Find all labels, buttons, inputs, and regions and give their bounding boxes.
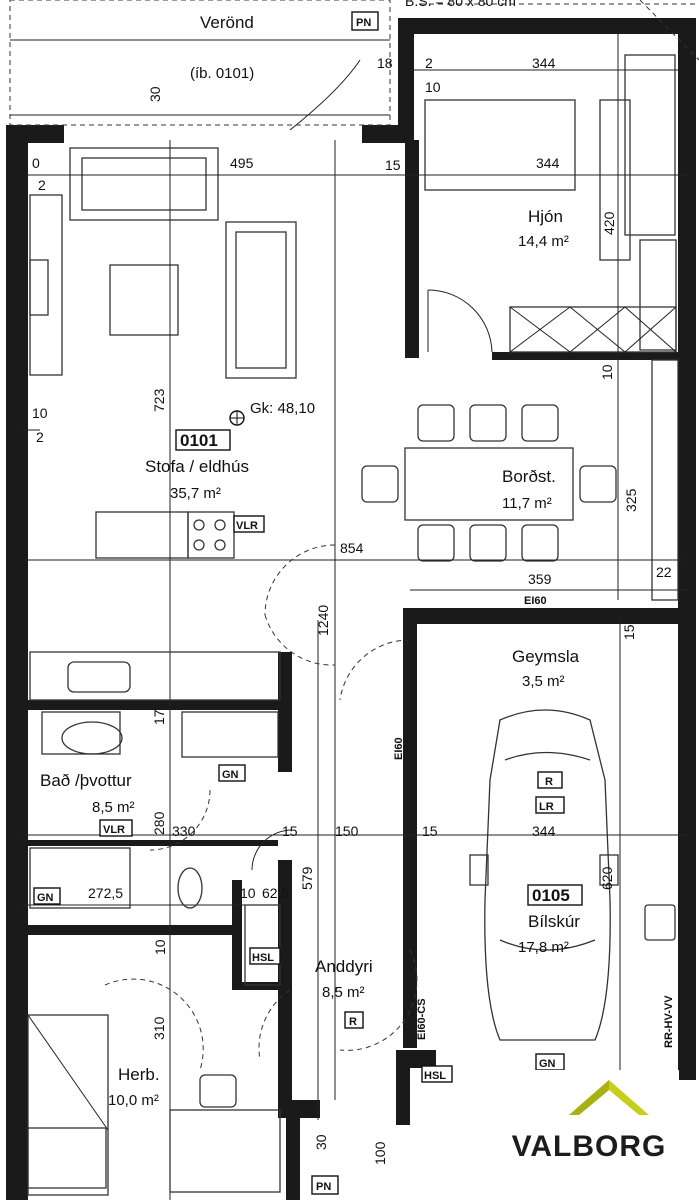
tags: PN VLR GN VLR GN HSL R R LR GN HSL PN RR…	[33, 11, 675, 1195]
dim-17: 17	[151, 709, 167, 725]
dim-22: 22	[656, 564, 672, 580]
bilskur-name: Bílskúr	[528, 912, 580, 931]
terrace-area	[9, 0, 391, 131]
valborg-logo: VALBORG	[499, 1070, 679, 1180]
vlr-tag-kitchen: VLR	[236, 520, 258, 532]
dim-10-right: 10	[599, 364, 615, 380]
car-outline	[469, 709, 676, 1041]
terrace-name: Verönd	[200, 13, 254, 32]
herb-area: 10,0 m²	[108, 1092, 159, 1109]
dim-330: 330	[172, 823, 196, 839]
gn-tag-bad: GN	[222, 769, 239, 781]
dim-100: 100	[372, 1141, 388, 1165]
herb-name: Herb.	[118, 1065, 160, 1084]
dim-420: 420	[601, 211, 617, 235]
dim-579: 579	[299, 866, 315, 890]
logo-text: VALBORG	[511, 1130, 667, 1163]
dim-344-top: 344	[532, 55, 556, 71]
dimension-lines	[20, 30, 690, 1200]
dim-2-left: 2	[38, 177, 46, 193]
dim-2-left-b: 2	[36, 429, 44, 445]
bad-name: Bað /þvottur	[40, 771, 132, 790]
hsl-tag-entry: HSL	[424, 1070, 446, 1082]
dim-10-mid: 10	[240, 885, 256, 901]
dim-62-5: 62,5	[262, 885, 289, 901]
vlr-tag-bad: VLR	[103, 824, 125, 836]
bordst-name: Borðst.	[502, 467, 556, 486]
geymsla-name: Geymsla	[512, 647, 580, 666]
top-right-grid	[420, 0, 699, 61]
bathroom-fixtures	[29, 651, 281, 986]
hsl-tag-closet: HSL	[252, 952, 274, 964]
dim-10-left: 10	[32, 405, 48, 421]
terrace-ref: (íb. 0101)	[190, 65, 254, 82]
master-bedroom-furniture	[424, 54, 677, 353]
dining-furniture	[361, 359, 679, 601]
exterior-walls	[6, 18, 696, 1200]
gn-tag-herb: GN	[37, 892, 54, 904]
dim-30-top: 30	[147, 86, 163, 102]
pn-tag-bottom: PN	[316, 1181, 331, 1193]
dim-30-bottom: 30	[313, 1134, 329, 1150]
top-scale-label: B.S. = 80 x 80 cm	[405, 0, 516, 9]
dim-15-top: 15	[385, 157, 401, 173]
dim-325: 325	[623, 488, 639, 512]
anddyri-name: Anddyri	[315, 957, 373, 976]
hjon-name: Hjón	[528, 207, 563, 226]
dim-280: 280	[151, 811, 167, 835]
door-swings	[104, 544, 418, 1071]
dim-150: 150	[335, 823, 359, 839]
fire-ei60-top: EI60	[524, 595, 547, 607]
rr-hv-vv-label: RR-HV-VV	[663, 995, 675, 1048]
level-label: Gk: 48,10	[250, 400, 315, 417]
dim-10: 10	[425, 79, 441, 95]
house-roof-icon	[569, 1080, 649, 1115]
dim-854: 854	[340, 540, 364, 556]
anddyri-area: 8,5 m²	[322, 984, 365, 1001]
hjon-area: 14,4 m²	[518, 233, 569, 250]
dim-723: 723	[151, 388, 167, 412]
living-furniture	[29, 147, 297, 559]
bad-area: 8,5 m²	[92, 799, 135, 816]
stofa-code-box	[175, 429, 231, 451]
fire-ei60-cs: EI60-CS	[416, 998, 428, 1040]
dim-2: 2	[425, 55, 433, 71]
bilskur-code-box	[527, 884, 583, 906]
bilskur-code: 0105	[532, 886, 570, 905]
stofa-code: 0101	[180, 431, 218, 450]
pn-tag-top: PN	[356, 17, 371, 29]
dim-18: 18	[377, 55, 393, 71]
r-tag-garage: R	[545, 776, 553, 788]
dim-0: 0	[32, 155, 40, 171]
dim-495: 495	[230, 155, 254, 171]
fire-ei60-wall: EI60	[393, 737, 405, 760]
r-tag-anddyri: R	[349, 1016, 357, 1028]
dim-1240: 1240	[315, 605, 331, 636]
geymsla-area: 3,5 m²	[522, 673, 565, 690]
bilskur-area: 17,8 m²	[518, 939, 569, 956]
dim-272-5: 272,5	[88, 885, 123, 901]
dim-359: 359	[528, 571, 552, 587]
gn-tag-garage: GN	[539, 1058, 556, 1070]
bordst-area: 11,7 m²	[502, 495, 552, 512]
bedroom-furniture	[27, 1014, 281, 1196]
stofa-name: Stofa / eldhús	[145, 457, 249, 476]
lr-tag-garage: LR	[539, 801, 554, 813]
interior-walls	[28, 140, 680, 1100]
level-marker	[229, 410, 245, 426]
dim-344-garage: 344	[532, 823, 556, 839]
dim-310: 310	[151, 1016, 167, 1040]
stofa-area: 35,7 m²	[170, 485, 221, 502]
dim-15-geymsla: 15	[621, 624, 637, 640]
dim-620: 620	[599, 866, 615, 890]
dim-15-bad: 15	[282, 823, 298, 839]
dim-15-garage: 15	[422, 823, 438, 839]
dim-10-herb: 10	[152, 939, 168, 955]
dim-344-mid: 344	[536, 155, 560, 171]
dimension-labels: 18 2 10 344 30 0 2 495 15 344 420 10 10 …	[32, 55, 672, 1165]
